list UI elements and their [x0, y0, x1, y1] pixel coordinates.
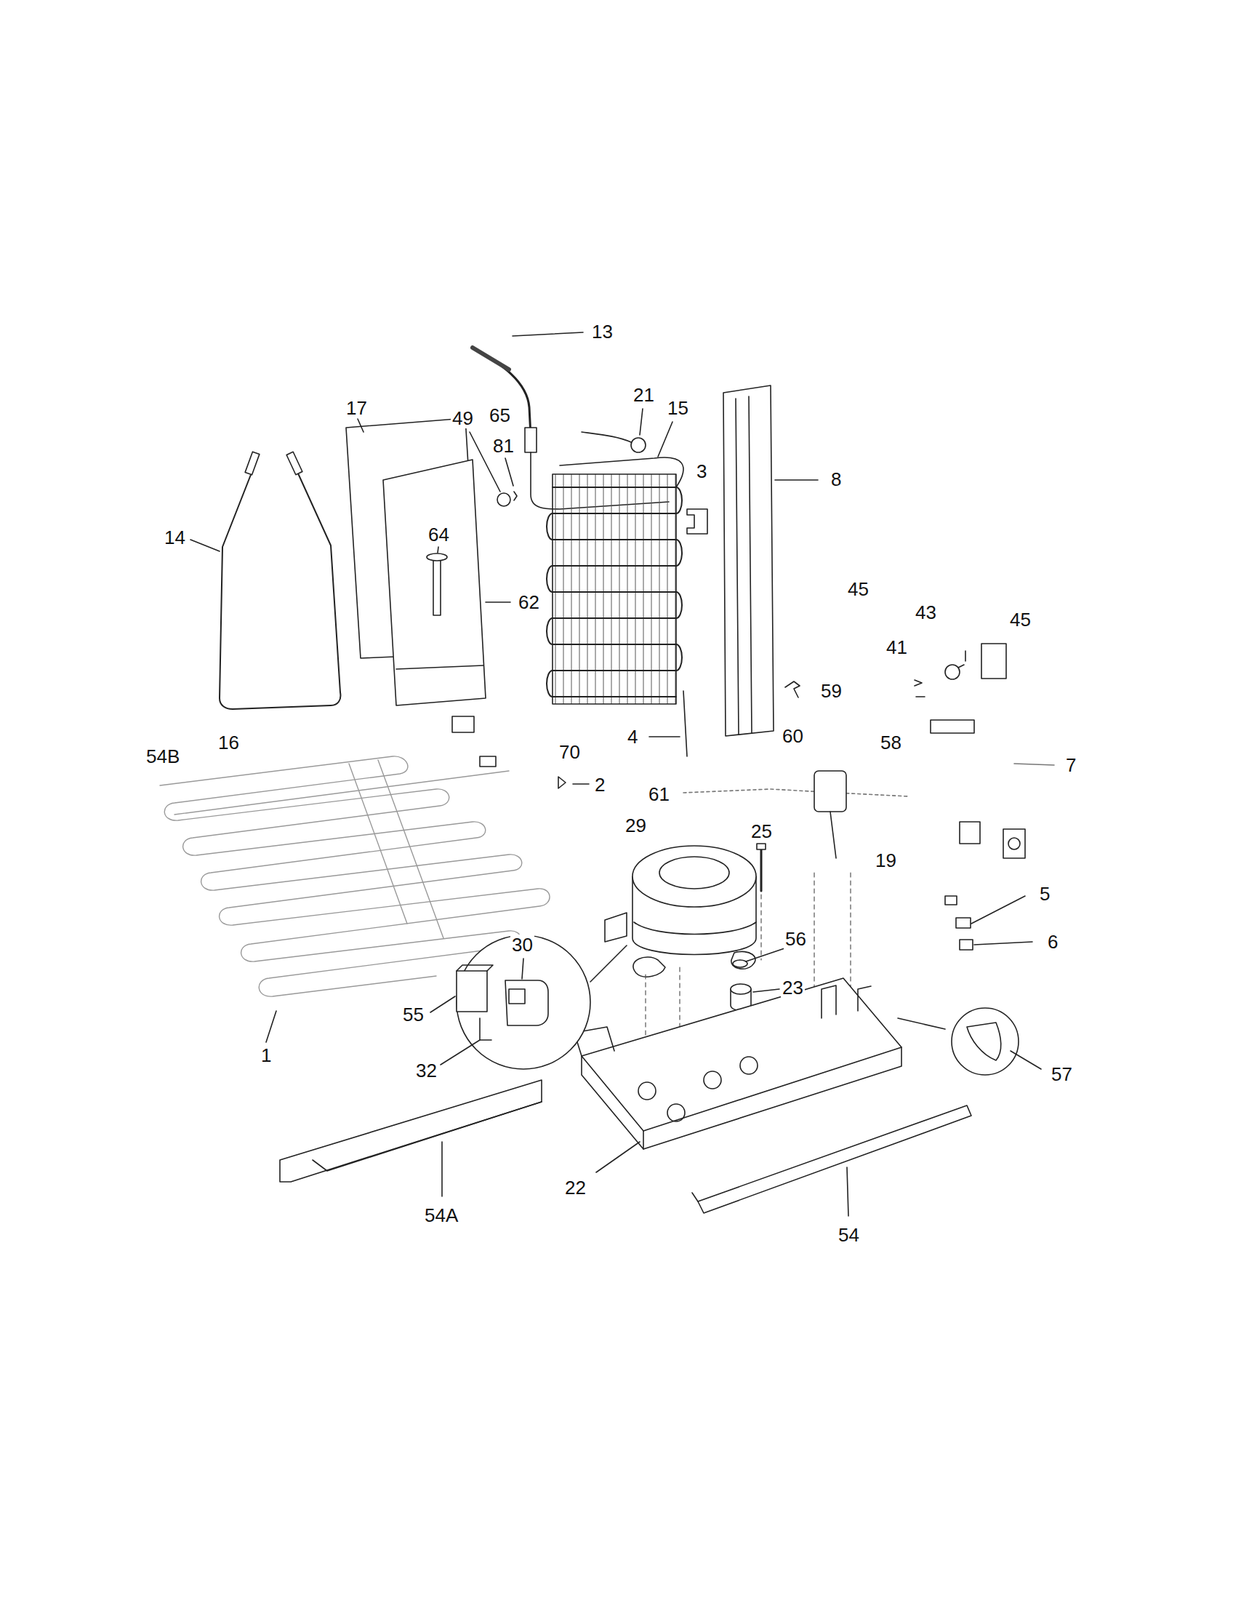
callout-number: 13: [590, 321, 615, 342]
callout-number: 55: [401, 1003, 426, 1025]
callout-number: 45: [1008, 609, 1033, 630]
callout-number: 1: [259, 1044, 273, 1066]
callout-number: 19: [873, 849, 898, 871]
callout-number: 62: [516, 591, 541, 613]
callout-number: 56: [783, 928, 808, 949]
callout-number: 41: [884, 636, 909, 658]
callout-number: 6: [1046, 931, 1060, 952]
callout-number: 29: [623, 814, 648, 836]
callout-number: 5: [1038, 883, 1052, 904]
callout-number: 16: [216, 732, 241, 753]
callout-number: 60: [780, 725, 805, 746]
callout-number: 25: [749, 820, 774, 842]
callout-number: 43: [913, 601, 938, 623]
callout-number: 49: [450, 407, 475, 429]
callout-number: 14: [162, 527, 187, 548]
callout-number: 58: [878, 732, 903, 753]
callout-number: 57: [1049, 1063, 1074, 1084]
callout-number: 30: [510, 934, 535, 955]
callout-number: 54A: [423, 1204, 460, 1226]
callout-number: 45: [846, 578, 871, 600]
callout-number: 54B: [144, 745, 182, 767]
callout-number: 61: [647, 783, 672, 805]
callout-number: 8: [829, 468, 843, 490]
callout-number: 23: [780, 977, 805, 998]
callout-number: 4: [625, 726, 640, 747]
callout-number: 54: [836, 1224, 861, 1245]
callout-number: 64: [426, 524, 451, 545]
callout-number: 32: [414, 1059, 439, 1081]
callout-number: 2: [593, 774, 607, 795]
callout-number: 7: [1064, 754, 1078, 775]
callout-number: 70: [557, 741, 582, 762]
callout-number: 21: [631, 384, 656, 405]
callout-number: 15: [665, 397, 690, 419]
callout-number: 59: [819, 680, 844, 701]
callout-number: 65: [487, 404, 512, 426]
callout-number: 3: [695, 460, 709, 482]
callout-number: 17: [344, 397, 369, 419]
callout-number: 81: [491, 435, 516, 456]
callout-number: 22: [563, 1177, 588, 1198]
